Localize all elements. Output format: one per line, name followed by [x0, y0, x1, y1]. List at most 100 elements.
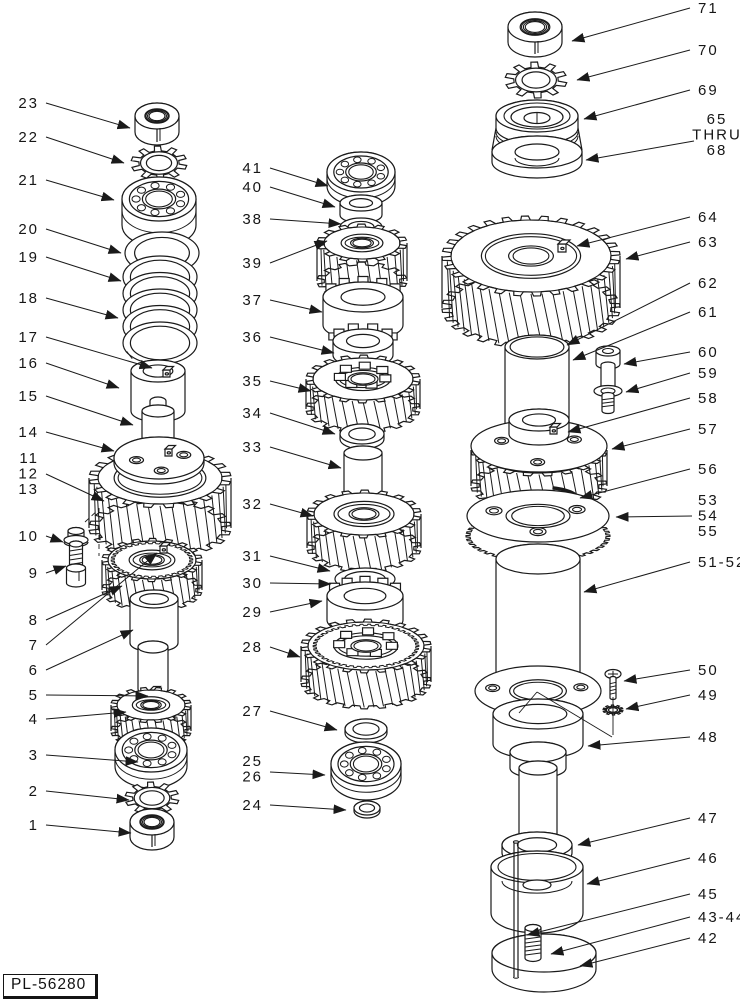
callout-49: 49	[625, 687, 717, 712]
callout-60: 60	[623, 344, 719, 367]
callout-23: 23	[18, 95, 131, 130]
part-53-54-55-ring-gear	[465, 489, 611, 563]
callout-63: 63	[625, 234, 717, 261]
leader-line-70	[576, 49, 691, 82]
callout-24: 24	[242, 797, 347, 815]
leader-line-46	[586, 857, 691, 886]
callout-label-2: 2	[29, 783, 39, 800]
leader-line-4	[45, 708, 127, 720]
callout-label-4: 4	[29, 711, 39, 728]
callout-label-62: 62	[698, 275, 719, 292]
part-21-bearing	[121, 176, 197, 248]
callout-label-29: 29	[242, 604, 263, 621]
callout-label-37: 37	[242, 292, 263, 309]
leader-line-7	[45, 552, 158, 646]
part-7-key	[158, 541, 172, 554]
leader-line-62	[566, 282, 691, 346]
callout-57: 57	[611, 421, 717, 451]
leader-line-36	[269, 336, 335, 355]
leader-line-20	[45, 228, 122, 254]
callout-label-34: 34	[242, 405, 263, 422]
leader-line-35	[269, 380, 312, 393]
callout-label-45: 45	[698, 886, 719, 903]
callout-label-61: 61	[698, 304, 719, 321]
callout-36: 36	[242, 329, 335, 355]
leader-line-45	[526, 893, 691, 937]
leader-line-30	[269, 578, 332, 589]
callout-35: 35	[242, 373, 312, 393]
leader-line-15	[45, 395, 134, 426]
callout-label-71: 71	[698, 0, 719, 17]
leader-line-41	[269, 167, 329, 187]
part-36-hub	[332, 323, 394, 374]
part-64-key	[556, 239, 572, 253]
leader-line-71	[571, 7, 691, 43]
leader-line-14	[45, 431, 115, 453]
callout-label-50: 50	[698, 662, 719, 679]
leader-line-59	[625, 372, 691, 394]
callout-label-43-44: 43-44	[698, 909, 740, 926]
leader-line-49	[625, 694, 691, 712]
leader-line-9	[45, 565, 67, 575]
part-41-bearing	[326, 151, 396, 207]
leader-line-64	[576, 216, 691, 248]
callout-39: 39	[242, 240, 328, 272]
callout-20: 20	[18, 221, 122, 254]
leader-line-43-44	[550, 916, 691, 956]
callout-label-27: 27	[242, 703, 263, 720]
callout-70: 70	[576, 42, 717, 82]
leader-line-61	[572, 311, 691, 361]
leader-line-29	[269, 598, 323, 613]
part-34-ring	[339, 423, 385, 450]
callout-51-52: 51-52	[583, 554, 740, 594]
callout-46: 46	[586, 850, 717, 886]
callout-48: 48	[587, 729, 717, 750]
leader-line-25-26	[269, 769, 326, 780]
leader-line-10	[45, 533, 64, 543]
callout-40: 40	[242, 179, 336, 208]
leader-line-2	[45, 790, 130, 804]
leader-line-65-68	[585, 140, 695, 163]
leader-line-31	[269, 555, 331, 573]
callout-label-16: 16	[18, 355, 39, 372]
callout-15: 15	[18, 388, 134, 426]
callout-59: 59	[625, 365, 717, 394]
callout-45: 45	[526, 886, 719, 937]
part-65-68-69-pulley	[491, 99, 583, 179]
callout-34: 34	[242, 405, 336, 435]
part-9-10-stud	[63, 526, 89, 588]
leader-line-57	[611, 428, 691, 451]
part-50-screw	[604, 668, 622, 701]
callout-label-23: 23	[18, 95, 39, 112]
callout-label-30: 30	[242, 575, 263, 592]
callout-71: 71	[571, 0, 719, 43]
callout-1: 1	[29, 817, 132, 837]
leader-line-22	[45, 136, 125, 164]
callout-label-60: 60	[698, 344, 719, 361]
callout-8: 8	[29, 585, 123, 629]
callout-6: 6	[29, 629, 134, 679]
leader-line-17	[45, 336, 153, 370]
callout-9: 9	[29, 565, 67, 582]
callout-19: 19	[18, 249, 122, 282]
part-24-ring	[353, 800, 381, 819]
callout-label-39: 39	[242, 255, 263, 272]
part-70-lockwasher	[504, 61, 568, 99]
part-32-gear	[306, 489, 422, 573]
part-58-hub	[508, 408, 570, 446]
leader-line-1	[45, 824, 132, 837]
parts	[63, 11, 624, 993]
part-14-flange	[113, 436, 205, 485]
leader-line-60	[623, 351, 691, 367]
callout-38: 38	[242, 211, 342, 228]
leader-line-18	[45, 297, 119, 320]
leader-line-24	[269, 804, 347, 815]
callout-21: 21	[18, 172, 115, 202]
part-59-60-bolt	[593, 345, 623, 415]
callout-22: 22	[18, 129, 125, 164]
callout-label-36: 36	[242, 329, 263, 346]
